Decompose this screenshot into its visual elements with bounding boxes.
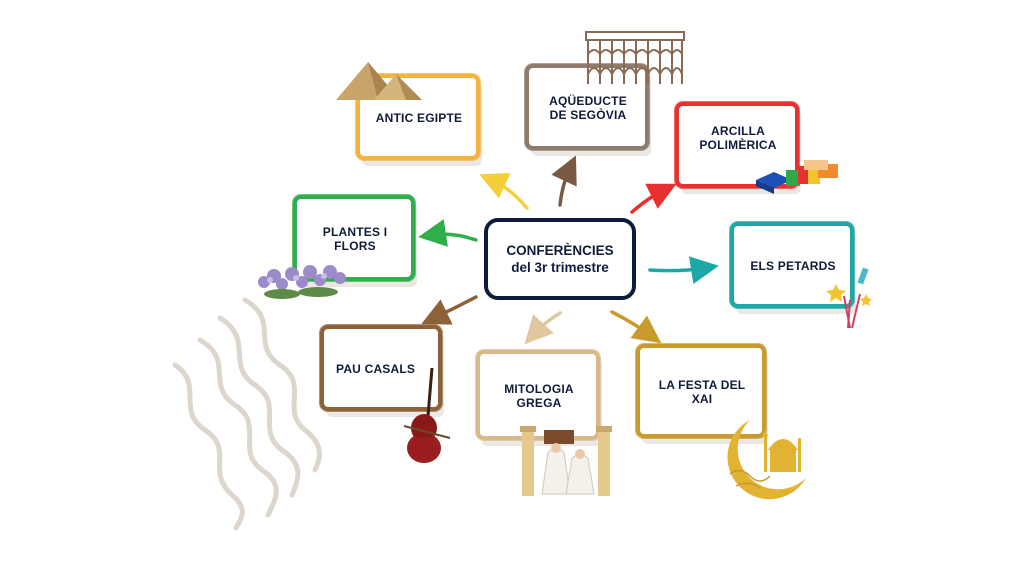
hand-drawn-frame bbox=[524, 63, 651, 156]
hand-drawn-frame bbox=[355, 73, 482, 166]
topic-label: MITOLOGIA GREGA bbox=[504, 382, 574, 410]
central-topic: CONFERÈNCIES del 3r trimestre bbox=[484, 218, 636, 300]
topic-label: PAU CASALS bbox=[336, 362, 416, 376]
pyramids-icon bbox=[336, 62, 422, 100]
arrow-to-arcilla bbox=[630, 183, 677, 214]
clay-bricks-icon bbox=[756, 160, 838, 194]
topic-mitologia-grega: MITOLOGIA GREGA bbox=[475, 349, 602, 446]
hand-drawn-frame bbox=[635, 343, 768, 444]
arrow-to-festa-xai bbox=[610, 310, 662, 344]
topic-pau-casals: PAU CASALS bbox=[319, 324, 444, 417]
arrow-to-pau-casals bbox=[421, 295, 478, 325]
topic-label: ELS PETARDS bbox=[750, 259, 836, 273]
topic-label: ARCILLA POLIMÈRICA bbox=[699, 124, 777, 152]
topic-antic-egipte: ANTIC EGIPTE bbox=[355, 73, 482, 166]
topic-label: PLANTES I FLORS bbox=[322, 225, 388, 253]
arrow-to-plantes bbox=[418, 219, 478, 247]
topic-label: ANTIC EGIPTE bbox=[375, 111, 463, 125]
topic-label: AQÜEDUCTE DE SEGÒVIA bbox=[549, 94, 627, 122]
arrow-to-mitologia bbox=[524, 311, 562, 345]
cello-icon bbox=[403, 367, 451, 463]
crescent-moon-mosque-icon bbox=[727, 420, 806, 500]
hand-drawn-frame bbox=[729, 221, 856, 314]
topic-festa-del-xai: LA FESTA DEL XAI bbox=[635, 343, 768, 444]
topic-els-petards: ELS PETARDS bbox=[729, 221, 856, 314]
hand-drawn-frame bbox=[674, 101, 801, 194]
topic-label: LA FESTA DEL XAI bbox=[658, 378, 746, 406]
topic-arcilla-polimerica: ARCILLA POLIMÈRICA bbox=[674, 101, 801, 194]
hand-drawn-frame bbox=[319, 324, 444, 417]
greek-goddesses-icon bbox=[520, 426, 612, 496]
arrow-to-petards bbox=[648, 256, 719, 285]
fireworks-icon bbox=[826, 267, 872, 329]
hand-drawn-frame bbox=[475, 349, 602, 446]
aqueduct-icon bbox=[585, 31, 685, 84]
topic-aqueducte-segovia: AQÜEDUCTE DE SEGÒVIA bbox=[524, 63, 651, 156]
arrow-to-antic-egipte bbox=[479, 172, 529, 210]
flowers-icon bbox=[258, 265, 346, 299]
arrow-to-aqueducte bbox=[551, 155, 577, 207]
